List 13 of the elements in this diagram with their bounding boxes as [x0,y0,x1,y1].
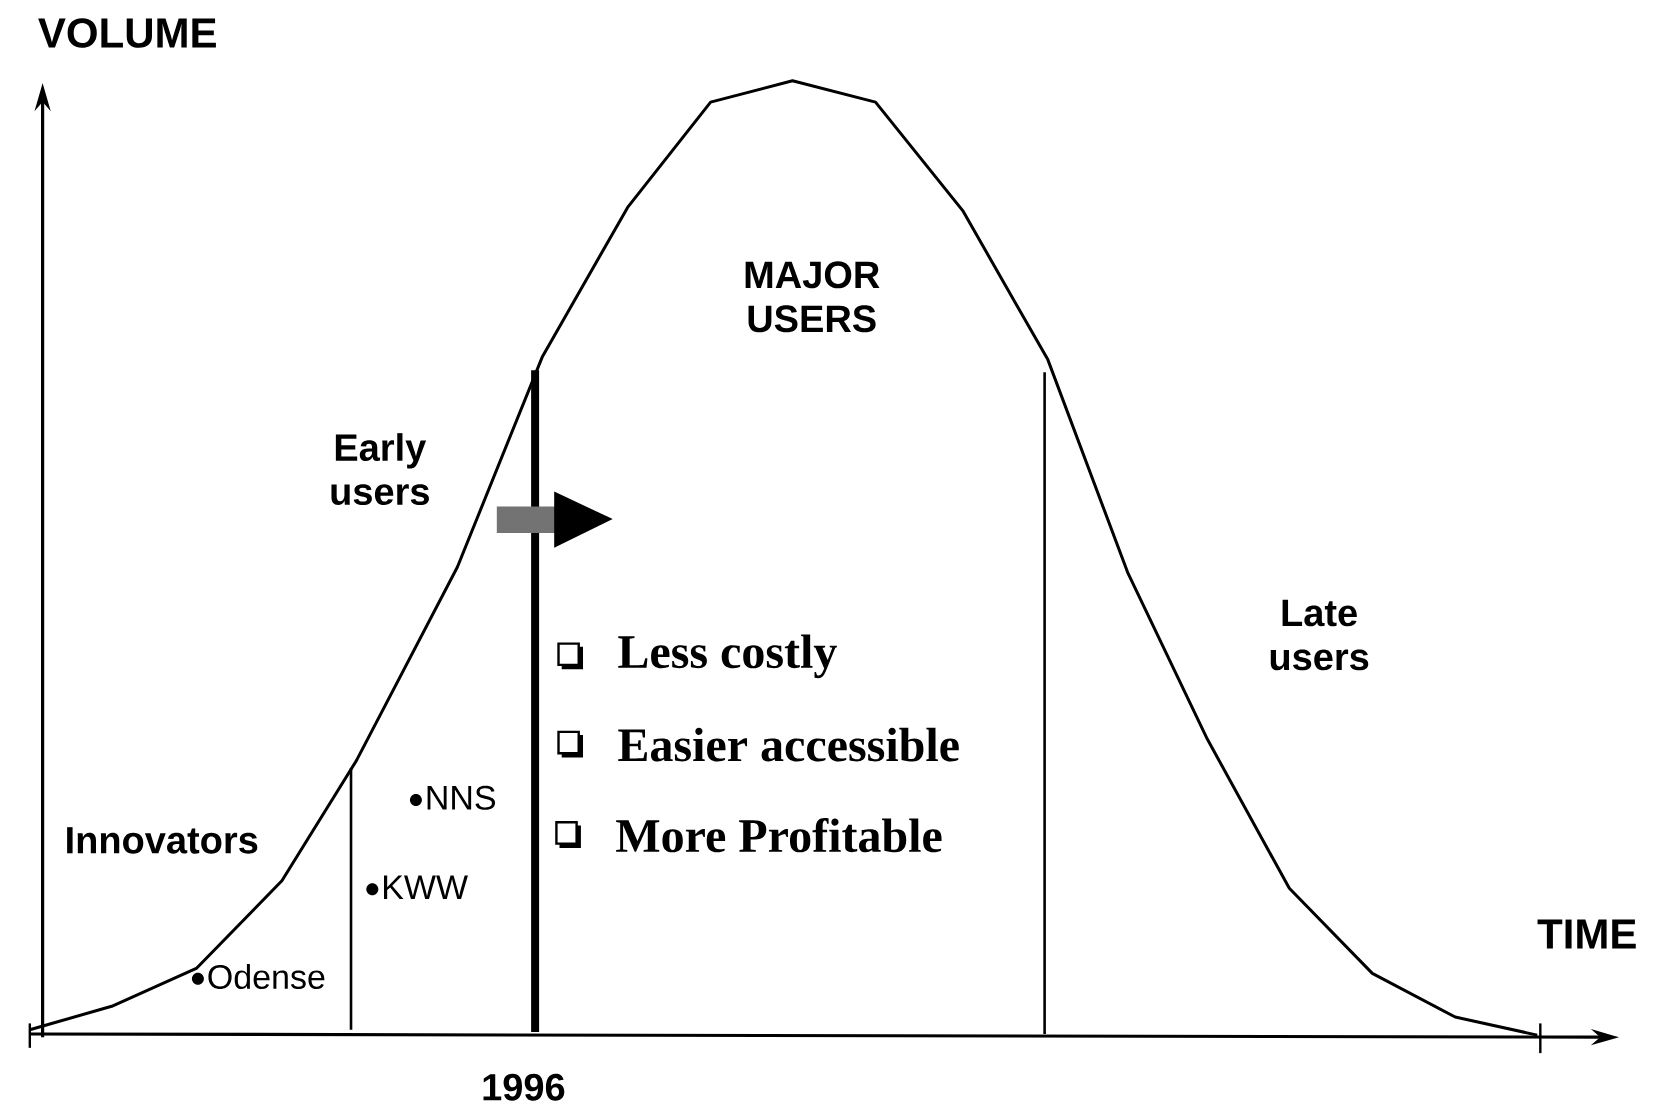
list-item: More Profitable [616,818,942,853]
heading-label: 1996 [483,1073,565,1101]
heading-label: Early users [331,433,429,506]
heading-label: VOLUME [38,18,216,48]
site-label: NNS [427,785,495,810]
site-label: KWW [384,875,468,899]
site-label: Odense [208,964,325,989]
list-item: Less costly [618,634,837,679]
heading-label: Late users [1270,599,1369,671]
heading-label: TIME [1537,919,1636,949]
list-item: Easier accessible [618,727,959,762]
heading-label: Innovators [67,827,258,854]
heading-label: MAJOR USERS [745,261,880,333]
